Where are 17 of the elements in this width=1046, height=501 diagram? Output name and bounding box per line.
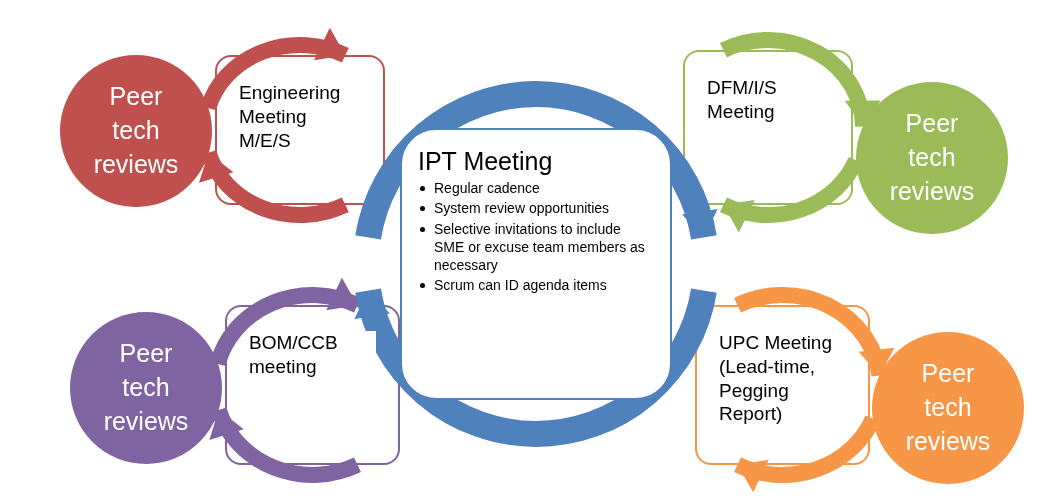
meeting-box <box>400 128 672 400</box>
curved-arrow <box>734 287 893 378</box>
node-label: Peer tech reviews <box>904 358 992 457</box>
curved-arrow <box>210 278 361 367</box>
curved-arrow <box>720 32 879 128</box>
curved-arrow <box>201 149 349 223</box>
bullet-text: System review opportunities <box>434 199 610 218</box>
meeting-box <box>215 55 385 205</box>
bullet-text: Regular cadence <box>434 179 540 198</box>
meeting-box <box>695 305 870 465</box>
node-label: BOM/CCB meeting <box>249 331 376 379</box>
bullet-text: Selective invitations to include SME or excuse team members as necessary <box>434 219 646 275</box>
node-label: Peer tech reviews <box>888 108 976 207</box>
node-label: Peer tech reviews <box>102 338 190 437</box>
bullet-text: Scrum can ID agenda items <box>434 276 607 295</box>
curved-arrow <box>211 406 361 483</box>
node-label: Peer tech reviews <box>92 81 180 180</box>
